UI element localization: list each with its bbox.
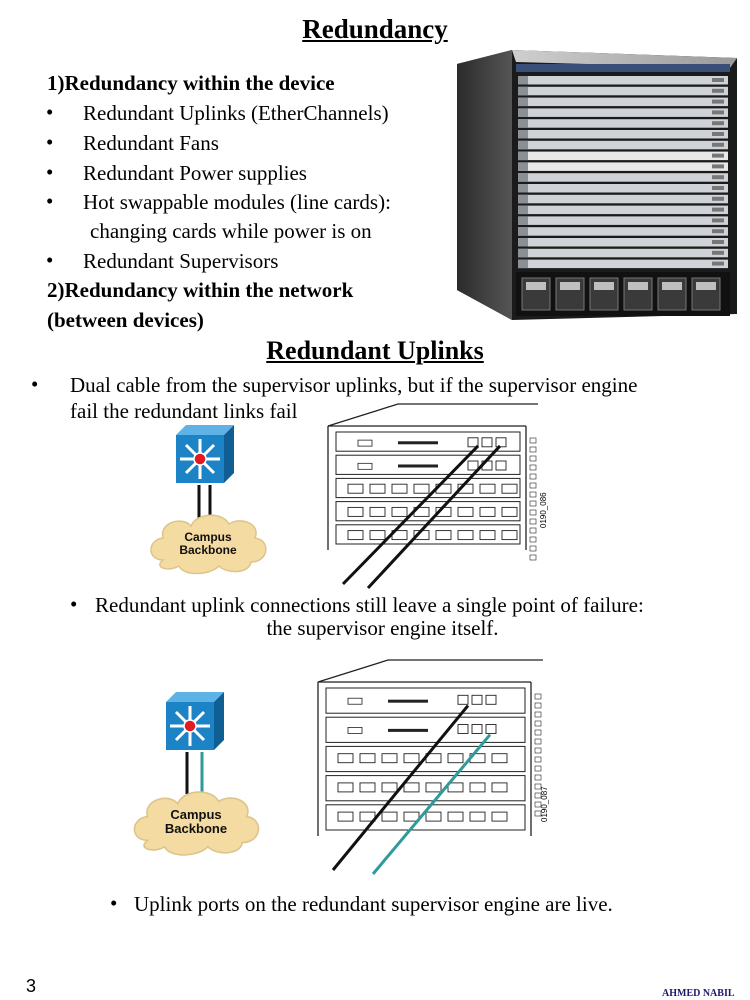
caption-text: Redundant uplink connections still leave…	[95, 593, 644, 617]
list-item: Redundant Supervisors	[83, 249, 279, 273]
figure-code: 0190_086	[539, 492, 548, 528]
section1-heading: 1)Redundancy within the device	[47, 71, 335, 95]
bullet-dot: •	[46, 130, 54, 154]
bullet-dot: •	[46, 160, 54, 184]
page-title: Redundancy	[302, 14, 448, 44]
multilayer-switch-icon	[166, 692, 224, 750]
section-subtitle: Redundant Uplinks	[266, 336, 484, 365]
figure-code: 0190_087	[540, 786, 549, 822]
caption-text: Uplink ports on the redundant supervisor…	[134, 892, 613, 916]
list-item: Hot swappable modules (line cards):	[83, 190, 391, 214]
bullet-dot: •	[46, 248, 54, 272]
bullet-dot: •	[70, 592, 78, 616]
multilayer-switch-icon	[176, 425, 234, 483]
caption-text-cont: the supervisor engine itself.	[266, 616, 499, 640]
bullet-dot: •	[46, 100, 54, 124]
list-item-continuation: changing cards while power is on	[90, 219, 372, 243]
chassis-diagram	[317, 659, 543, 875]
list-item: Redundant Fans	[83, 131, 219, 155]
section2-heading-cont: (between devices)	[47, 308, 204, 332]
body-text: Dual cable from the supervisor uplinks, …	[70, 373, 638, 397]
bullet-dot: •	[46, 189, 54, 213]
chassis-diagram	[327, 403, 538, 590]
uplink-cables	[197, 485, 212, 519]
chassis-photo	[457, 50, 737, 320]
campus-cloud-icon	[133, 791, 260, 856]
section2-heading: 2)Redundancy within the network	[47, 278, 354, 302]
uplink-cables	[185, 752, 204, 794]
page-number: 3	[26, 976, 37, 996]
body-text-cont: fail the redundant links fail	[70, 399, 298, 423]
list-item: Redundant Power supplies	[83, 161, 307, 185]
author-name: AHMED NABIL	[662, 988, 735, 999]
bullet-dot: •	[110, 891, 118, 915]
bullet-dot: •	[31, 372, 39, 396]
list-item: Redundant Uplinks (EtherChannels)	[83, 101, 389, 125]
campus-cloud-icon	[150, 514, 267, 575]
